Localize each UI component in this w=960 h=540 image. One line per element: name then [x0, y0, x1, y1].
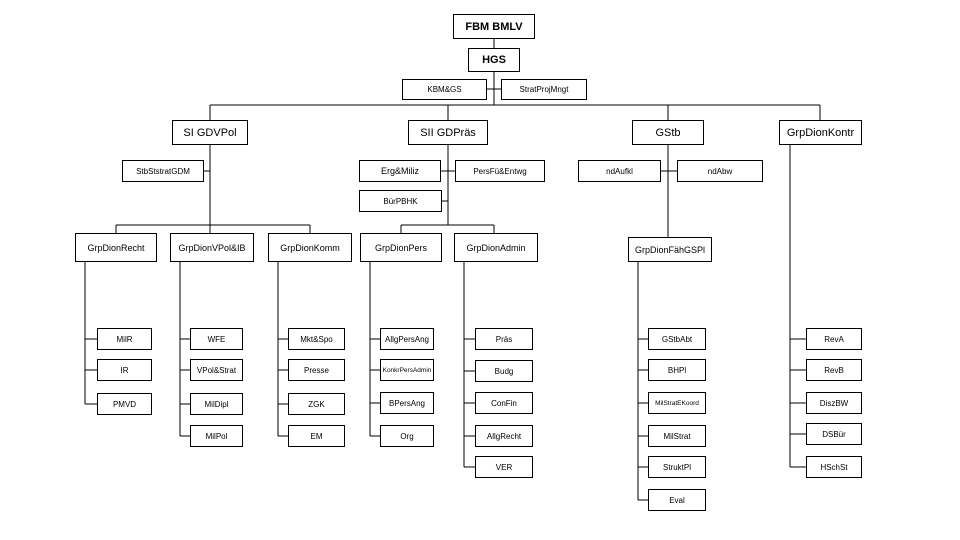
group-node[interactable]: GrpDionFähGSPl — [628, 237, 712, 262]
unit-node[interactable]: VER — [475, 456, 533, 478]
unit-node[interactable]: ZGK — [288, 393, 345, 415]
unit-node[interactable]: Org — [380, 425, 434, 447]
unit-node[interactable]: StruktPl — [648, 456, 706, 478]
division-node[interactable]: SII GDPräs — [408, 120, 488, 145]
unit-node[interactable]: MilStratEKoord — [648, 392, 706, 414]
group-node[interactable]: GrpDionAdmin — [454, 233, 538, 262]
unit-node[interactable]: RevA — [806, 328, 862, 350]
unit-node[interactable]: AllgPersAng — [380, 328, 434, 350]
hgs-staff-node[interactable]: StratProjMngt — [501, 79, 587, 100]
unit-node[interactable]: Budg — [475, 360, 533, 382]
unit-node[interactable]: WFE — [190, 328, 243, 350]
division-node[interactable]: GStb — [632, 120, 704, 145]
unit-node[interactable]: KonkrPersAdmin — [380, 359, 434, 381]
hgs-node[interactable]: HGS — [468, 48, 520, 72]
staff-node[interactable]: ndAufkl — [578, 160, 661, 182]
division-node[interactable]: SI GDVPol — [172, 120, 248, 145]
staff-node[interactable]: BürPBHK — [359, 190, 442, 212]
group-node[interactable]: GrpDionKomm — [268, 233, 352, 262]
unit-node[interactable]: BHPl — [648, 359, 706, 381]
group-node[interactable]: GrpDionRecht — [75, 233, 157, 262]
unit-node[interactable]: MilR — [97, 328, 152, 350]
unit-node[interactable]: DiszBW — [806, 392, 862, 414]
unit-node[interactable]: HSchSt — [806, 456, 862, 478]
unit-node[interactable]: MilPol — [190, 425, 243, 447]
group-node[interactable]: GrpDionPers — [360, 233, 442, 262]
unit-node[interactable]: IR — [97, 359, 152, 381]
unit-node[interactable]: VPol&Strat — [190, 359, 243, 381]
unit-node[interactable]: MilStrat — [648, 425, 706, 447]
unit-node[interactable]: AllgRecht — [475, 425, 533, 447]
unit-node[interactable]: Mkt&Spo — [288, 328, 345, 350]
unit-node[interactable]: ConFin — [475, 392, 533, 414]
staff-node[interactable]: Erg&Miliz — [359, 160, 441, 182]
unit-node[interactable]: Eval — [648, 489, 706, 511]
unit-node[interactable]: RevB — [806, 359, 862, 381]
unit-node[interactable]: Presse — [288, 359, 345, 381]
unit-node[interactable]: GStbAbt — [648, 328, 706, 350]
hgs-staff-node[interactable]: KBM&GS — [402, 79, 487, 100]
staff-node[interactable]: ndAbw — [677, 160, 763, 182]
unit-node[interactable]: EM — [288, 425, 345, 447]
unit-node[interactable]: Präs — [475, 328, 533, 350]
unit-node[interactable]: DSBür — [806, 423, 862, 445]
division-node[interactable]: GrpDionKontr — [779, 120, 862, 145]
staff-node[interactable]: StbStstratGDM — [122, 160, 204, 182]
unit-node[interactable]: PMVD — [97, 393, 152, 415]
top-node[interactable]: FBM BMLV — [453, 14, 535, 39]
unit-node[interactable]: BPersAng — [380, 392, 434, 414]
group-node[interactable]: GrpDionVPol&IB — [170, 233, 254, 262]
staff-node[interactable]: PersFü&Entwg — [455, 160, 545, 182]
unit-node[interactable]: MilDipl — [190, 393, 243, 415]
